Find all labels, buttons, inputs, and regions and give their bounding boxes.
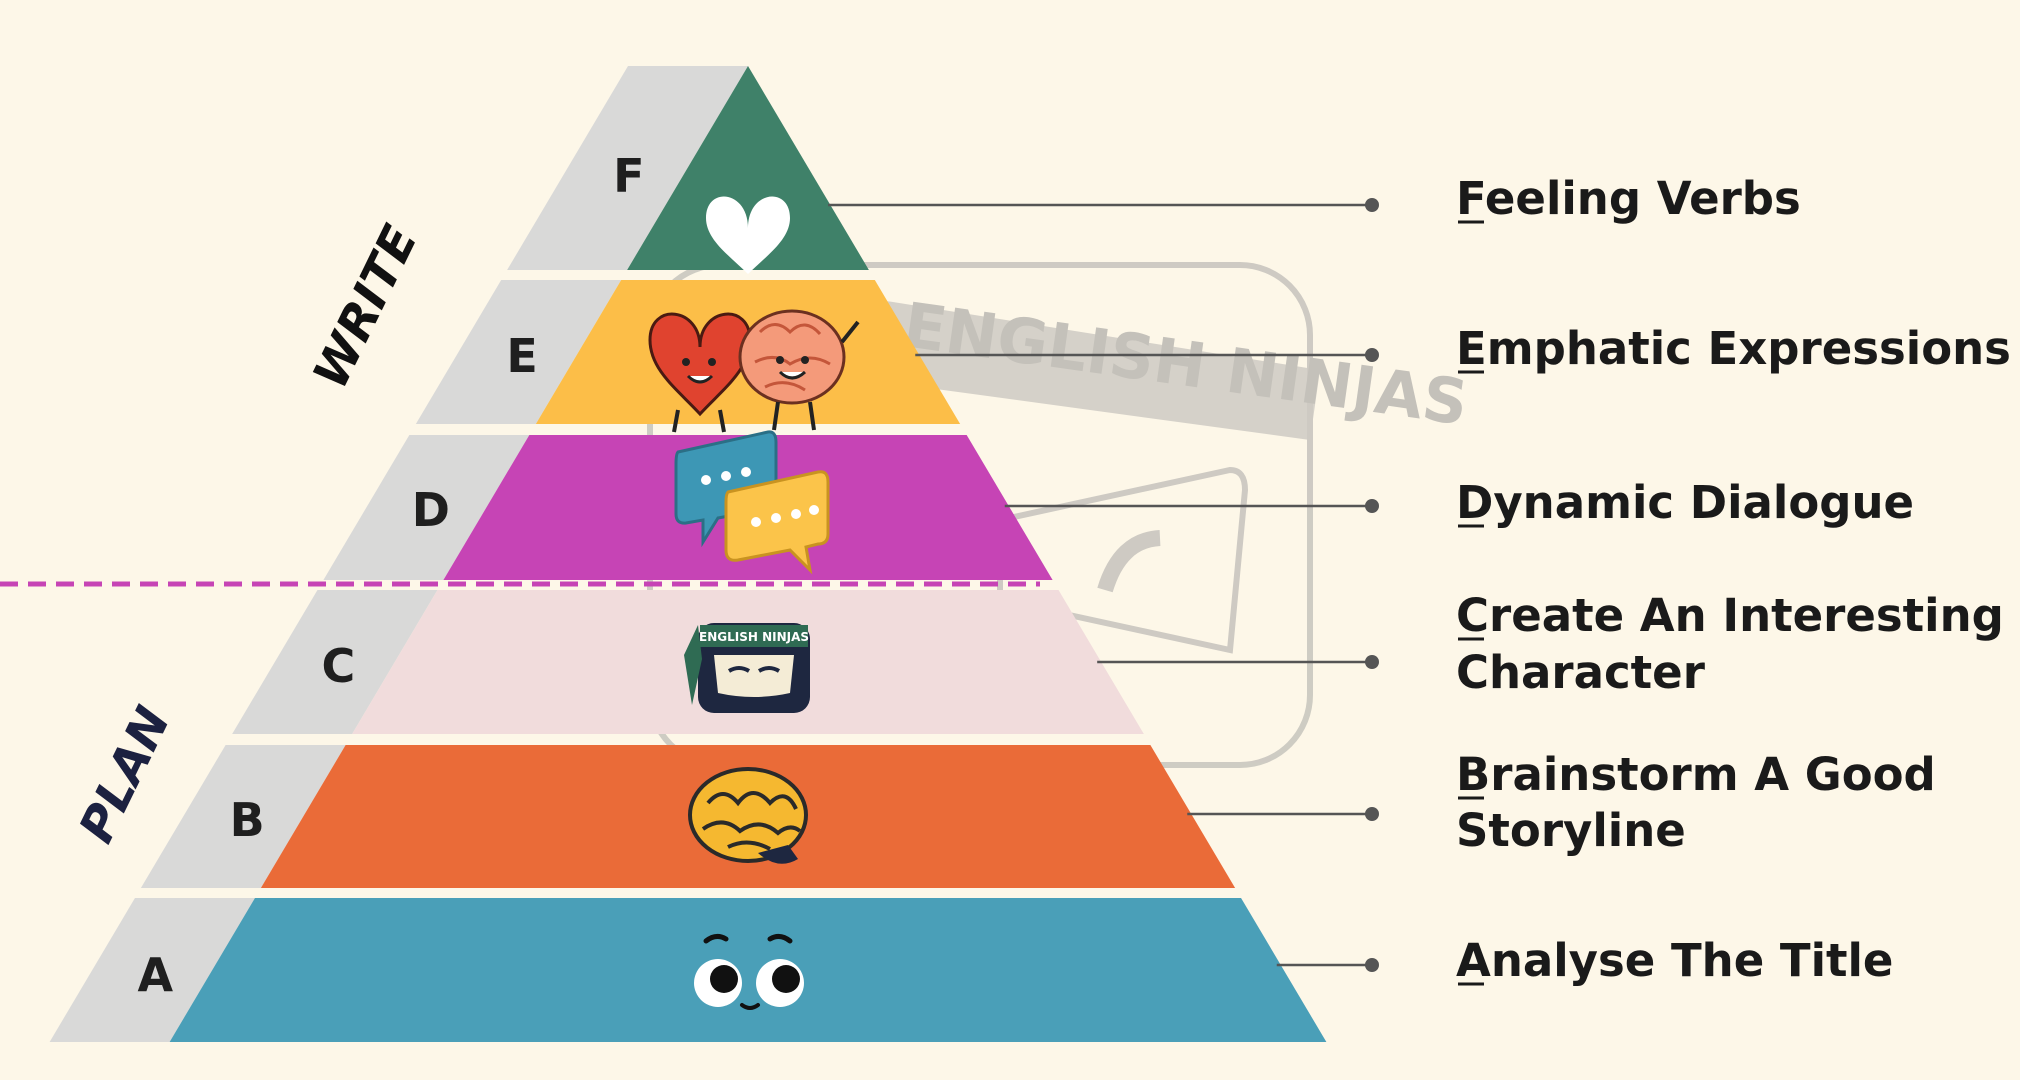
pyramid-side-bands [49, 66, 748, 1042]
connector-dot-a [1365, 958, 1379, 972]
side-band-c [232, 590, 438, 734]
heart-icon [706, 196, 790, 274]
level-band-f [627, 66, 869, 270]
write-stage-label: WRITE [302, 217, 428, 397]
side-band-a [49, 898, 255, 1042]
speech-bubbles-icon [674, 430, 830, 575]
pyramid-levels [169, 66, 1327, 1042]
plan-stage-label: PLAN [68, 698, 181, 851]
level-description-f: Feeling Verbs [1456, 172, 1801, 225]
level-letter-c: C [322, 639, 356, 693]
level-letter-b: B [230, 793, 265, 847]
level-description-c: Create An Interesting [1456, 589, 2004, 642]
side-band-f [507, 66, 748, 270]
level-description-d: Dynamic Dialogue [1456, 476, 1914, 529]
connector-dot-d [1365, 499, 1379, 513]
connector-dot-e [1365, 348, 1379, 362]
connector-lines [828, 198, 1379, 972]
connector-dot-b [1365, 807, 1379, 821]
watermark-banner [870, 300, 1320, 440]
side-band-e [415, 280, 622, 424]
badge-label: ENGLISH NINJAS [699, 630, 809, 644]
level-letter-e: E [506, 329, 537, 383]
level-description-b: Brainstorm A Good [1456, 748, 1936, 801]
connector-dot-f [1365, 198, 1379, 212]
watermark-mask [997, 466, 1249, 654]
heart-and-brain-icon [648, 309, 860, 433]
level-letter-d: D [412, 483, 450, 537]
brain-icon [688, 767, 808, 864]
level-description-a: Analyse The Title [1456, 934, 1893, 987]
level-description-c-line2: Character [1456, 646, 1706, 699]
side-band-b [140, 745, 346, 888]
cartoon-eyes-icon [694, 933, 804, 1010]
level-letter-a: A [138, 948, 174, 1002]
level-letter-f: F [613, 149, 644, 203]
level-band-a [169, 898, 1327, 1042]
connector-dot-c [1365, 655, 1379, 669]
level-description-b-line2: Storyline [1456, 804, 1686, 857]
ninja-badge-icon: ENGLISH NINJAS [684, 623, 810, 713]
side-band-d [323, 435, 530, 580]
watermark-eye [1097, 530, 1161, 593]
level-letters: F E D C B A [138, 149, 645, 1002]
level-description-e: Emphatic Expressions [1456, 322, 2011, 375]
